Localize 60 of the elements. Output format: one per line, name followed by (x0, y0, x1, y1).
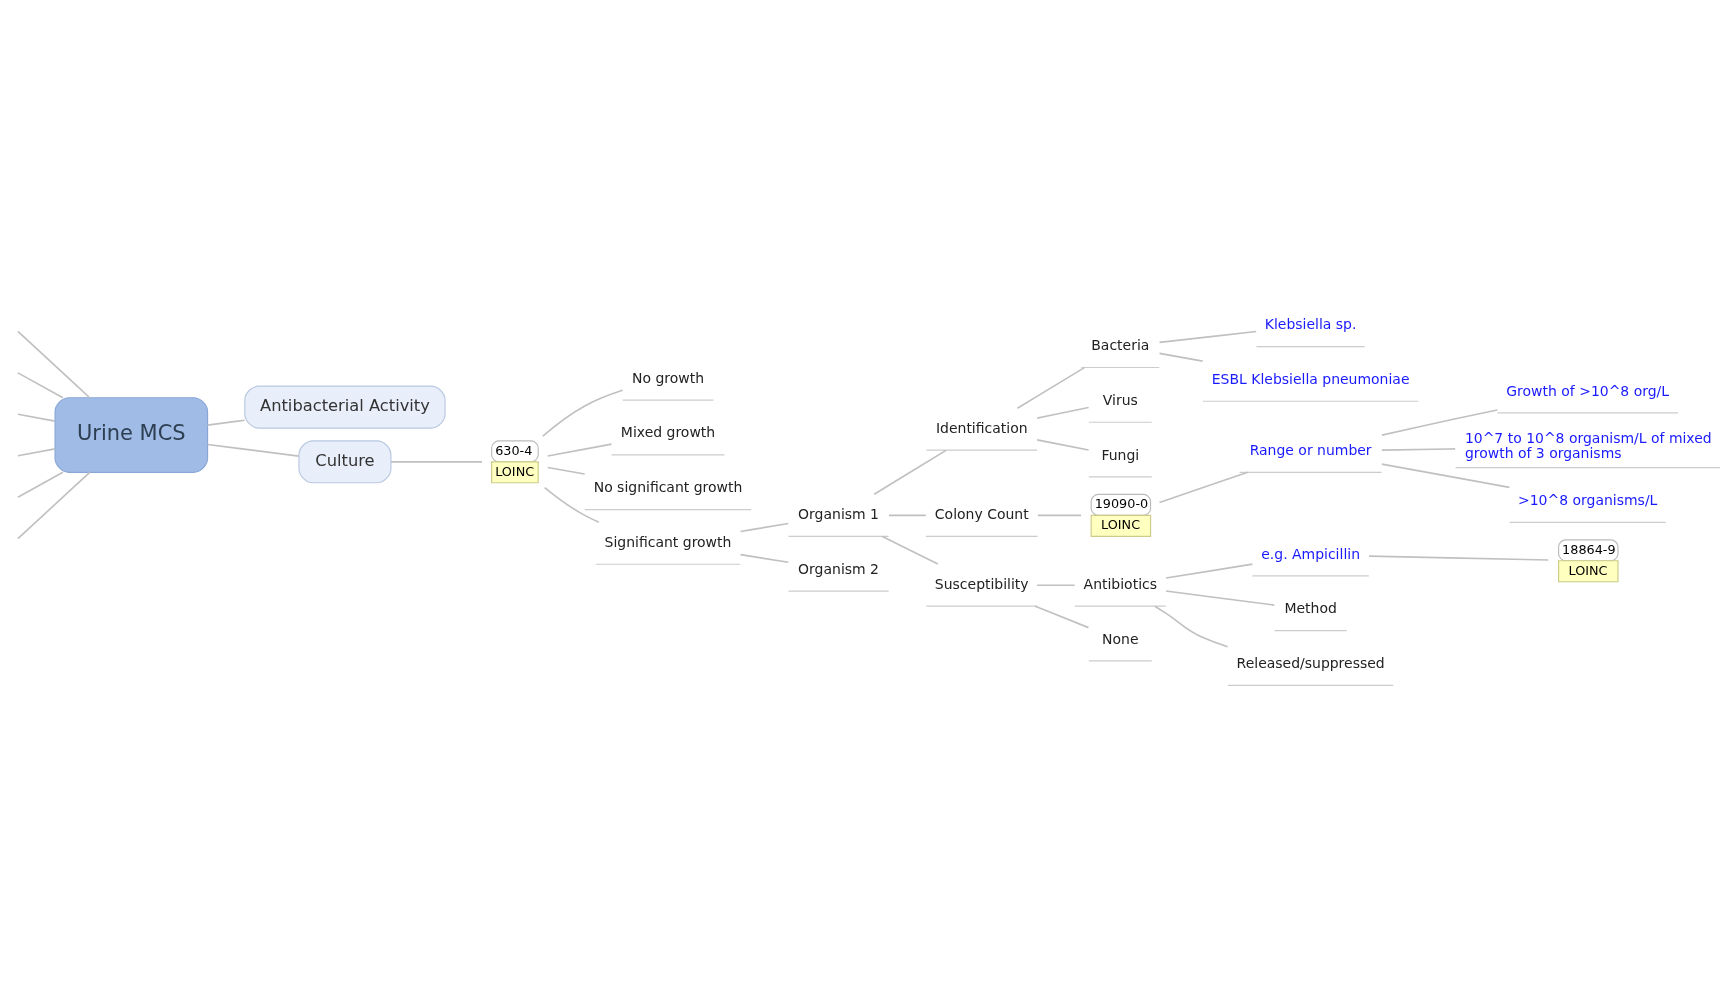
connector (739, 553, 790, 563)
connector (1368, 554, 1550, 561)
node-text: Colony Count (934, 505, 1029, 522)
connector (206, 418, 246, 426)
node-text: Klebsiella sp. (1264, 315, 1357, 332)
connector (1158, 352, 1204, 362)
node-text: None (1102, 630, 1139, 647)
connector (739, 522, 790, 532)
node-text: Susceptibility (934, 575, 1029, 592)
connector (543, 486, 600, 523)
connector (1158, 471, 1249, 503)
node-text: Method (1284, 599, 1337, 616)
connector (542, 389, 624, 437)
node-text: Mixed growth (620, 423, 716, 440)
connector (1165, 562, 1254, 579)
connector (1381, 408, 1499, 436)
node-text: Range or number (1249, 441, 1372, 458)
node-text: Bacteria (1091, 336, 1150, 353)
connector (17, 371, 64, 399)
node-text: Virus (1102, 391, 1138, 408)
connector (17, 413, 56, 422)
node-text: Organism 2 (798, 560, 879, 577)
connector (1154, 604, 1229, 648)
connector (1034, 604, 1090, 628)
connector (1165, 589, 1276, 606)
connector (546, 466, 586, 475)
node-text: Antibiotics (1083, 575, 1157, 592)
connector (17, 471, 91, 539)
node-text: Identification (935, 419, 1028, 436)
connector (1381, 462, 1511, 488)
connector (881, 535, 939, 565)
node-text: >10^8 organisms/L (1518, 491, 1658, 508)
connector (17, 330, 91, 399)
connector (1158, 330, 1257, 343)
node-box: Urine MCS (54, 396, 209, 473)
node-text: No significant growth (593, 478, 743, 495)
connector (1036, 406, 1090, 419)
connector (1037, 514, 1082, 516)
node-text: Significant growth (604, 533, 732, 550)
node-text: Organism 1 (798, 505, 879, 522)
node-text: Released/suppressed (1236, 654, 1385, 671)
node-text: e.g. Ampicillin (1261, 545, 1361, 562)
connector (206, 443, 300, 457)
node-box: Culture (298, 439, 392, 483)
connector (390, 460, 483, 463)
connector (888, 514, 927, 516)
connector (17, 471, 64, 498)
node-box: Antibacterial Activity (244, 385, 446, 429)
node-text: No growth (631, 369, 705, 386)
connector (1381, 447, 1456, 451)
node-text: Growth of >10^8 org/L (1506, 382, 1670, 399)
connector (546, 442, 613, 457)
node-text: 10^7 to 10^8 organism/L of mixed growth of 3 organisms (1464, 429, 1712, 461)
connector (873, 449, 947, 495)
connector (1036, 583, 1076, 586)
connector (1016, 366, 1086, 409)
connector (1036, 438, 1090, 451)
node-text: ESBL Klebsiella pneumoniae (1211, 370, 1410, 387)
connector (17, 447, 56, 457)
node-text: Fungi (1101, 446, 1140, 463)
